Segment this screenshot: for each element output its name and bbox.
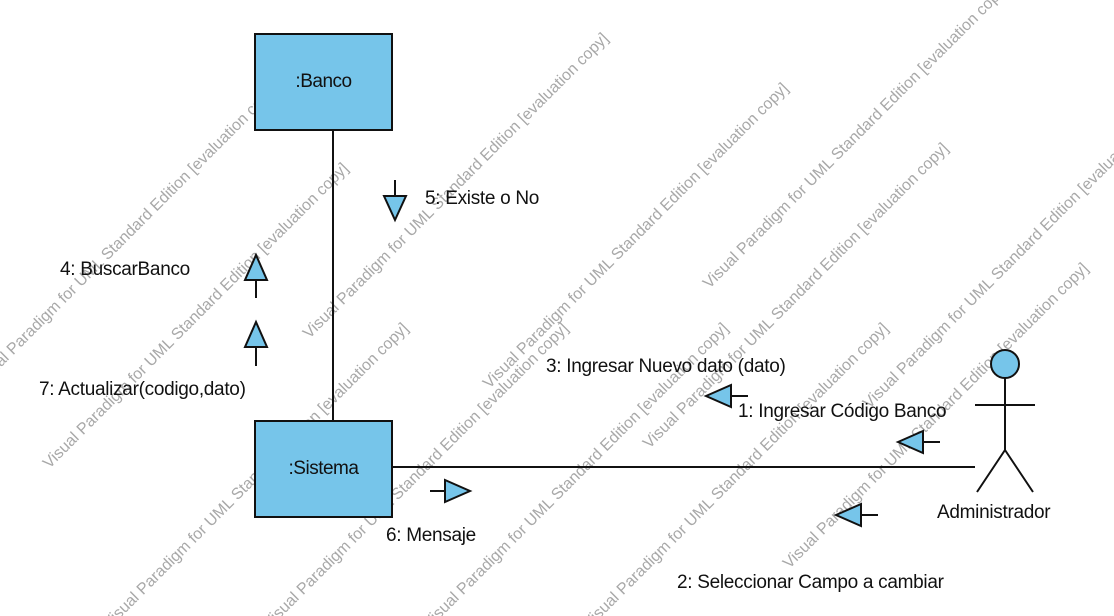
message-7-label: 7: Actualizar(codigo,dato) [39,379,246,400]
message-5-label: 5: Existe o No [425,188,540,209]
arrow-left-icon [703,383,748,409]
message-1-label: 1: Ingresar Código Banco [738,401,947,422]
arrow-right-icon [430,478,473,504]
arrow-up-icon [243,252,269,298]
message-4-label: 4: BuscarBanco [60,259,190,280]
actor-name: Administrador [937,502,1051,523]
message-3-label: 3: Ingresar Nuevo dato (dato) [546,356,786,377]
object-banco-label: :Banco [295,71,352,92]
arrow-left-icon [895,429,940,455]
message-2-label: 2: Seleccionar Campo a cambiar [677,572,944,593]
object-sistema[interactable]: :Sistema [254,420,393,518]
actor-stick-figure-icon [975,349,1035,493]
arrow-left-icon [833,502,878,528]
message-6-label: 6: Mensaje [386,525,476,546]
object-banco[interactable]: :Banco [254,33,393,131]
arrow-up-icon [243,319,269,366]
object-sistema-label: :Sistema [288,458,359,479]
arrow-down-icon [382,180,408,223]
